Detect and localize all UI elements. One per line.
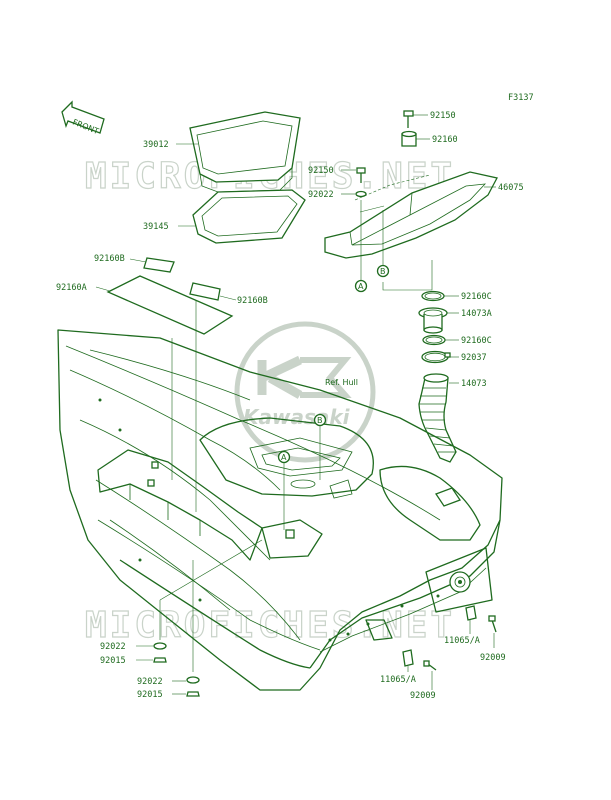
hull	[57, 329, 503, 691]
label-46075: 46075	[498, 183, 524, 193]
pad-92160b-right	[189, 282, 221, 301]
label-39012: 39012	[143, 140, 169, 150]
label-92160c-2: 92160C	[461, 336, 492, 346]
label-92015-1: 92015	[100, 656, 126, 666]
label-92160: 92160	[432, 135, 458, 145]
callout-b-top-text: B	[380, 267, 386, 276]
callout-b-top	[376, 264, 390, 278]
callout-a-hull	[277, 450, 291, 464]
gasket-39145	[192, 189, 306, 244]
screw-92009-center	[423, 660, 437, 671]
bolt-92150-left	[356, 167, 366, 183]
watermark-bottom: MICROFICHES.NET	[85, 605, 455, 646]
label-11065a-2: 11065/A	[444, 636, 480, 646]
plug-11065a-right	[465, 605, 477, 621]
ref-hull-label: Ref. Hull	[325, 378, 358, 387]
label-11065a-1: 11065/A	[380, 675, 416, 685]
label-92160b-1: 92160B	[94, 254, 125, 264]
ring-92160c-bottom	[422, 334, 446, 346]
screw-92009-right	[488, 615, 497, 633]
stern-plate	[425, 547, 493, 613]
handle-46075	[324, 171, 498, 259]
label-92009-1: 92009	[410, 691, 436, 701]
label-14073: 14073	[461, 379, 487, 389]
washer-92022-top	[355, 190, 367, 198]
label-92160c-1: 92160C	[461, 292, 492, 302]
label-92160b-2: 92160B	[237, 296, 268, 306]
pad-92160b-top	[143, 257, 175, 273]
clamp-92037	[421, 350, 451, 364]
callout-b-hull	[313, 413, 327, 427]
callout-a-hull-text: A	[281, 453, 287, 462]
label-92022-2: 92022	[100, 642, 126, 652]
duct-cover-39012	[189, 111, 301, 193]
label-92022-1: 92022	[308, 190, 334, 200]
front-arrow-icon: FRONT	[61, 100, 105, 136]
label-92022-3: 92022	[137, 677, 163, 687]
label-92160a: 92160A	[56, 283, 87, 293]
label-92037: 92037	[461, 353, 487, 363]
bellows-14073	[418, 373, 457, 463]
callout-a-top-text: A	[358, 282, 364, 291]
label-92015-2: 92015	[137, 690, 163, 700]
bolt-92150-top	[403, 110, 414, 128]
nut-92015-center	[186, 691, 200, 697]
callout-a-top	[354, 279, 368, 293]
label-14073a: 14073A	[461, 309, 492, 319]
grommet-14073a	[418, 307, 448, 334]
washer-92022-center	[186, 676, 200, 684]
washer-92022-left	[153, 642, 167, 650]
label-92150-1: 92150	[430, 111, 456, 121]
plug-11065a-center	[402, 649, 414, 667]
pad-92160a	[106, 275, 234, 335]
callout-b-hull-text: B	[317, 416, 323, 425]
ring-92160c-top	[421, 290, 445, 302]
label-39145: 39145	[143, 222, 169, 232]
figure-code: F3137	[508, 93, 534, 103]
collar-92160	[401, 130, 417, 147]
nut-92015-left	[153, 657, 167, 663]
label-92009-2: 92009	[480, 653, 506, 663]
label-92150-2: 92150	[308, 166, 334, 176]
